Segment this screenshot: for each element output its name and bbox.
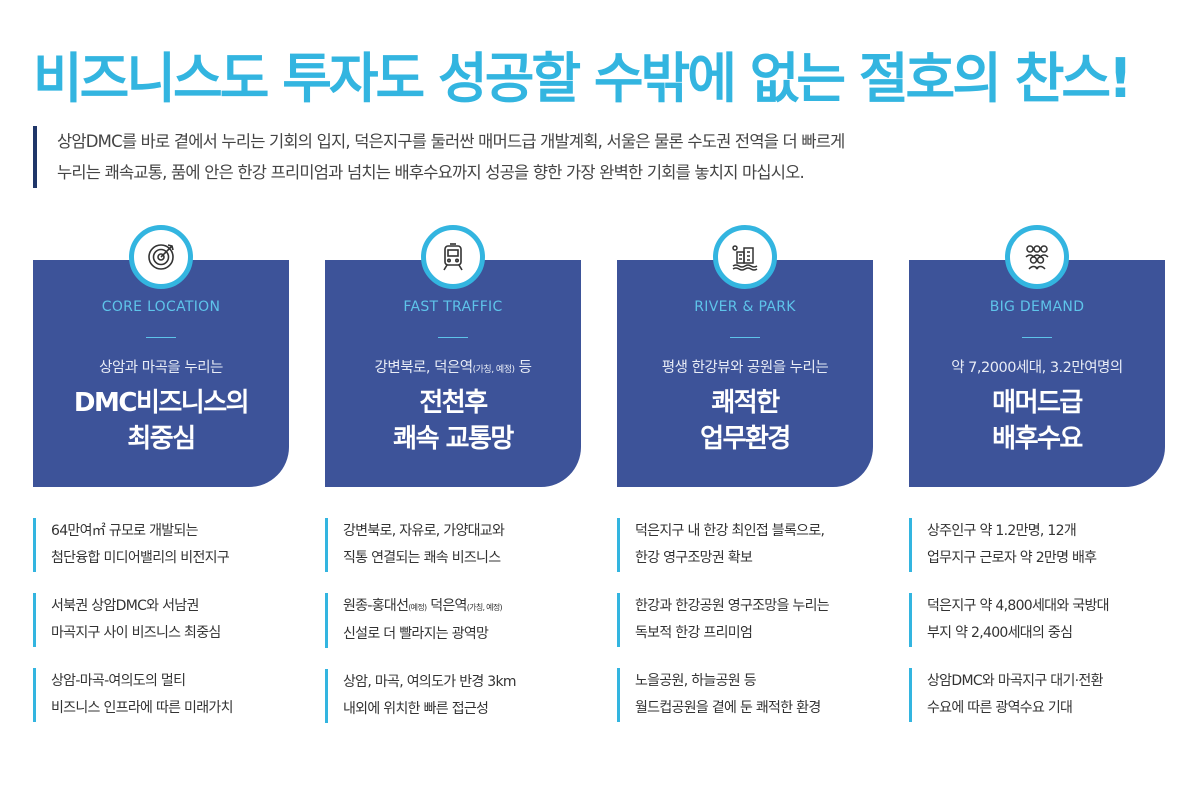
target-icon — [129, 225, 193, 289]
card-category: CORE LOCATION — [101, 299, 221, 315]
bullet-item: 덕은지구 내 한강 최인접 블록으로,한강 영구조망권 확보 — [617, 518, 879, 572]
card-fast-traffic: FAST TRAFFIC 강변북로, 덕은역(가칭, 예정) 등 전천후 쾌속 … — [325, 225, 581, 487]
card-title-line: 최중심 — [127, 424, 196, 454]
card-title-line: 업무환경 — [700, 424, 791, 454]
card-title: 전천후 쾌속 교통망 — [325, 385, 581, 457]
card-title: DMC비즈니스의 최중심 — [33, 385, 289, 457]
card-subtitle: 상암과 마곡을 누리는 — [99, 360, 223, 376]
card-title-line: 배후수요 — [992, 424, 1083, 454]
card-core-location: CORE LOCATION 상암과 마곡을 누리는 DMC비즈니스의 최중심 — [33, 225, 289, 487]
card-title-line: 매머드급 — [992, 388, 1083, 418]
card-big-demand: BIG DEMAND 약 7,2000세대, 3.2만여명의 매머드급 배후수요 — [909, 225, 1165, 487]
card-category: BIG DEMAND — [989, 299, 1085, 315]
intro-paragraph: 상암DMC를 바로 곁에서 누리는 기회의 입지, 덕은지구를 둘러싼 매머드급… — [33, 126, 1083, 188]
intro-line: 상암DMC를 바로 곁에서 누리는 기회의 입지, 덕은지구를 둘러싼 매머드급… — [57, 132, 845, 151]
card-divider — [730, 337, 760, 338]
card-category: FAST TRAFFIC — [403, 299, 503, 315]
bullet-list-river-park: 덕은지구 내 한강 최인접 블록으로,한강 영구조망권 확보 한강과 한강공원 … — [617, 518, 879, 743]
card-river-park: RIVER & PARK 평생 한강뷰와 공원을 누리는 쾌적한 업무환경 — [617, 225, 873, 487]
train-icon — [421, 225, 485, 289]
card-title-line: 쾌적한 — [711, 388, 780, 418]
headline: 비즈니스도 투자도 성공할 수밖에 없는 절호의 찬스! — [33, 47, 1133, 110]
river-building-icon — [713, 225, 777, 289]
card-subtitle: 약 7,2000세대, 3.2만여명의 — [951, 360, 1123, 376]
card-divider — [1022, 337, 1052, 338]
card-title-line: 전천후 — [419, 388, 488, 418]
intro-line: 누리는 쾌속교통, 품에 안은 한강 프리미엄과 넘치는 배후수요까지 성공을 … — [57, 163, 805, 182]
card-title-line: 쾌속 교통망 — [393, 424, 514, 454]
bullet-item: 원종-홍대선(예정) 덕은역(가칭, 예정) 신설로 더 빨라지는 광역망 — [325, 593, 587, 648]
card-category: RIVER & PARK — [694, 299, 796, 315]
card-title: 쾌적한 업무환경 — [617, 385, 873, 457]
card-subtitle: 강변북로, 덕은역(가칭, 예정) 등 — [374, 360, 532, 376]
card-divider — [146, 337, 176, 338]
card-title: 매머드급 배후수요 — [909, 385, 1165, 457]
people-group-icon — [1005, 225, 1069, 289]
card-title-line: DMC비즈니스의 — [73, 388, 250, 418]
card-subtitle: 평생 한강뷰와 공원을 누리는 — [661, 360, 829, 376]
card-divider — [438, 337, 468, 338]
